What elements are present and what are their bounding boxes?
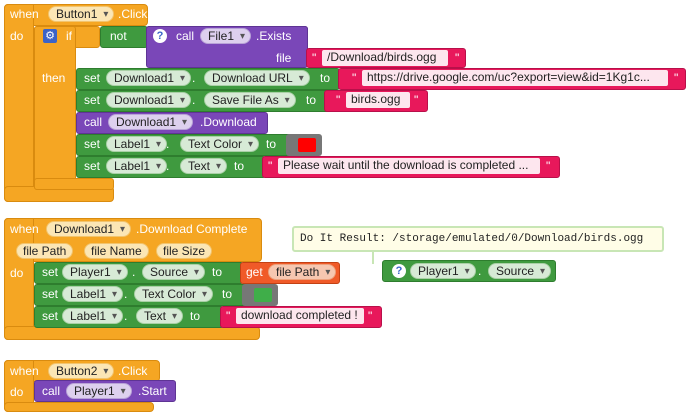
quote-close: " (414, 93, 419, 107)
label1-component-dropdown[interactable]: Label1 (62, 308, 124, 324)
param-file-path[interactable]: file Path (16, 243, 74, 259)
event-block-download-complete-body (4, 218, 34, 340)
player1-component-dropdown[interactable]: Player1 (410, 263, 476, 279)
click-event-label: .Click (118, 7, 148, 21)
save-as-text-value[interactable]: birds.ogg (346, 92, 410, 108)
dot-label: . (192, 93, 196, 107)
bubble-connector (372, 252, 374, 264)
gear-icon[interactable]: ⚙ (43, 29, 57, 43)
download1-component-dropdown[interactable]: Download1 (46, 221, 132, 237)
download1-component-dropdown[interactable]: Download1 (106, 92, 192, 108)
quote-close: " (368, 309, 373, 323)
save-file-as-property-dropdown[interactable]: Save File As (204, 92, 296, 108)
download-method-label: .Download (200, 115, 257, 129)
do-label: do (10, 266, 24, 280)
file-text-value[interactable]: /Download/birds.ogg (322, 50, 448, 66)
help-icon[interactable]: ? (153, 29, 167, 43)
if-block-bottom (34, 178, 114, 190)
help-icon[interactable]: ? (392, 264, 406, 278)
label1-component-dropdown[interactable]: Label1 (106, 136, 168, 152)
file-path-variable-dropdown[interactable]: file Path (268, 264, 337, 280)
do-it-result-bubble: Do It Result: /storage/emulated/0/Downlo… (292, 226, 664, 252)
green-color-swatch[interactable] (254, 288, 272, 302)
call-label: call (84, 115, 103, 129)
quote-close: " (674, 71, 679, 85)
set-label: set (84, 71, 101, 85)
if-block-body (34, 26, 76, 190)
then-label: then (42, 71, 66, 85)
set-label: set (42, 265, 59, 279)
set-label: set (84, 93, 101, 107)
button2-component-dropdown[interactable]: Button2 (48, 363, 115, 379)
to-label: to (320, 71, 331, 85)
to-label: to (212, 265, 223, 279)
param-file-size[interactable]: file Size (156, 243, 213, 259)
dot-label: . (478, 264, 482, 278)
url-text-value[interactable]: https://drive.google.com/uc?export=view&… (362, 70, 668, 86)
completed-text-value[interactable]: download completed ! (236, 308, 364, 324)
start-method-label: .Start (138, 384, 167, 398)
quote-open: " (336, 93, 341, 107)
set-label: set (42, 309, 59, 323)
wait-text-value[interactable]: Please wait until the download is comple… (278, 158, 540, 174)
dot-label: . (192, 71, 196, 85)
dot-label: . (124, 287, 128, 301)
event-block-download-complete-bottom (4, 326, 260, 340)
when-label: when (10, 7, 39, 21)
player1-component-dropdown[interactable]: Player1 (66, 383, 132, 399)
when-label: when (10, 222, 39, 236)
red-color-swatch[interactable] (298, 138, 316, 152)
text-color-property-dropdown[interactable]: Text Color (180, 136, 260, 152)
download1-component-dropdown[interactable]: Download1 (106, 70, 192, 86)
player1-component-dropdown[interactable]: Player1 (62, 264, 128, 280)
set-label: set (84, 137, 101, 151)
set-label: set (84, 159, 101, 173)
to-label: to (222, 287, 233, 301)
quote-open: " (268, 159, 273, 173)
to-label: to (306, 93, 317, 107)
dot-label: . (132, 265, 136, 279)
param-file-name[interactable]: file Name (84, 243, 149, 259)
do-it-result-text: Do It Result: /storage/emulated/0/Downlo… (300, 233, 644, 245)
source-property-dropdown[interactable]: Source (488, 263, 552, 279)
label1-component-dropdown[interactable]: Label1 (106, 158, 168, 174)
file-param-label: file (276, 51, 292, 65)
do-label: do (10, 29, 24, 43)
source-property-dropdown[interactable]: Source (142, 264, 206, 280)
text-color-property-dropdown[interactable]: Text Color (134, 286, 214, 302)
call-label: call (42, 384, 61, 398)
set-label: set (42, 287, 59, 301)
dot-label: . (166, 137, 170, 151)
to-label: to (234, 159, 245, 173)
quote-close: " (455, 51, 460, 65)
call-label: call (176, 29, 195, 43)
quote-close: " (546, 159, 551, 173)
if-label: if (66, 29, 72, 43)
button1-component-dropdown[interactable]: Button1 (48, 6, 115, 22)
get-label: get (246, 265, 263, 279)
to-label: to (190, 309, 201, 323)
download-complete-event-label: .Download Complete (136, 222, 248, 236)
text-property-dropdown[interactable]: Text (180, 158, 228, 174)
click-event-label: .Click (118, 364, 148, 378)
dot-label: . (166, 159, 170, 173)
dot-label: . (124, 309, 128, 323)
exists-method-label: .Exists (256, 29, 292, 43)
when-label: when (10, 364, 39, 378)
quote-open: " (352, 71, 357, 85)
download-url-property-dropdown[interactable]: Download URL (204, 70, 310, 86)
text-property-dropdown[interactable]: Text (136, 308, 184, 324)
file1-component-dropdown[interactable]: File1 (200, 28, 252, 44)
event-block-button2-click-bottom (4, 402, 154, 412)
not-label: not (110, 29, 127, 43)
label1-component-dropdown[interactable]: Label1 (62, 286, 124, 302)
quote-open: " (312, 51, 317, 65)
event-block-button1-click-body (4, 4, 34, 202)
do-label: do (10, 385, 24, 399)
quote-open: " (226, 309, 231, 323)
to-label: to (266, 137, 277, 151)
download1-component-dropdown[interactable]: Download1 (108, 114, 194, 130)
